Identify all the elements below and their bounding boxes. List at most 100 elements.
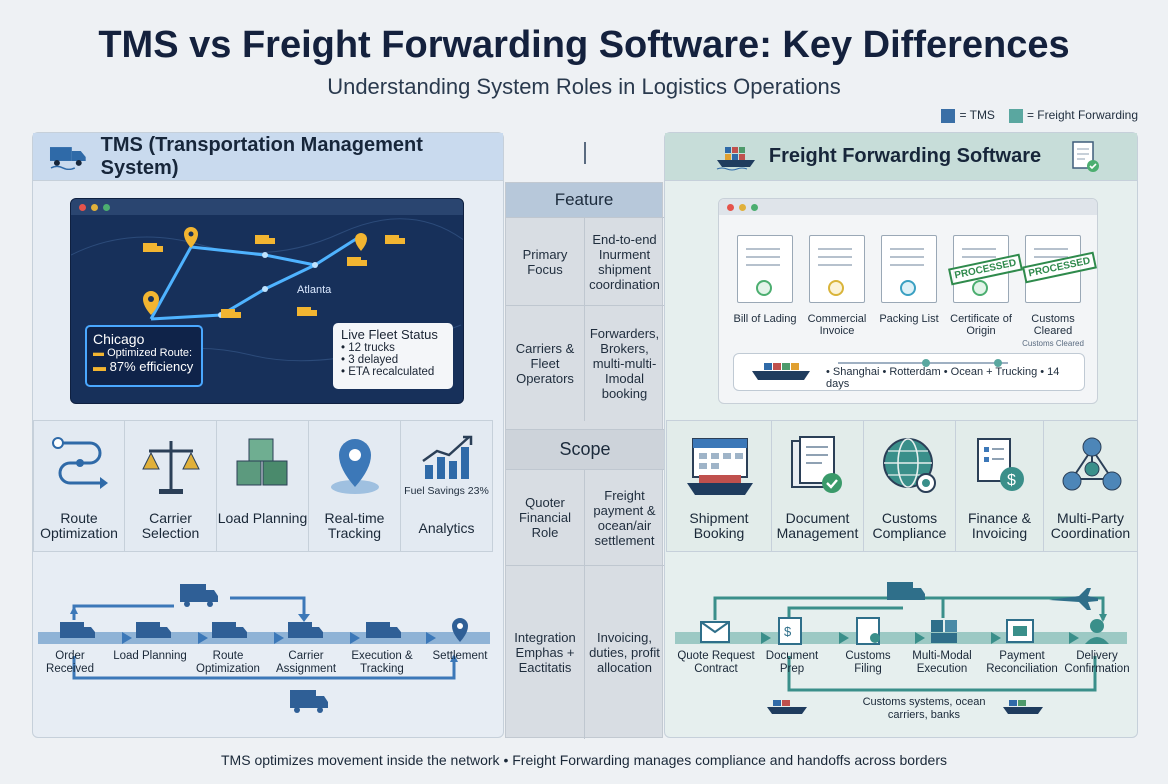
- fuel-savings-note: Fuel Savings 23%: [404, 485, 489, 497]
- fleet-status-item: • 12 trucks: [341, 342, 395, 354]
- tms-panel-title: TMS (Transportation Management System): [100, 133, 423, 179]
- flow-step: Carrier Assignment: [275, 650, 337, 675]
- comparison-row: Integration Emphas + Eactitatis Invoicin…: [506, 565, 664, 739]
- tms-panel-header: TMS (Transportation Management System): [33, 133, 503, 181]
- doc-label: Packing List: [879, 313, 939, 325]
- location-pin-icon: [355, 233, 367, 251]
- flow-step: Delivery Confirmation: [1064, 650, 1130, 675]
- window-maximize-dot[interactable]: [751, 203, 758, 211]
- tile-shipment-booking[interactable]: Shipment Booking: [666, 420, 772, 552]
- bill-of-lading-doc[interactable]: [737, 235, 793, 303]
- page-title: TMS vs Freight Forwarding Software: Key …: [98, 24, 1070, 66]
- row-label: Carriers & Fleet Operators: [506, 306, 585, 421]
- route-summary: • Shanghai • Rotterdam • Ocean + Truckin…: [826, 366, 1060, 390]
- optimized-route-label: ▬ Optimized Route:: [93, 347, 193, 359]
- row-value: End-to-end Inurment shipment coordinatio…: [589, 231, 660, 292]
- flow-step: Order Received: [46, 650, 94, 675]
- row-label: Primary Focus: [506, 218, 585, 305]
- flow-step: Multi-Modal Execution: [912, 650, 972, 675]
- header-divider: [584, 142, 586, 164]
- tile-label: Finance & Invoicing: [967, 510, 1032, 541]
- ff-panel-title: Freight Forwarding Software: [768, 145, 1042, 167]
- route-progress-line: [838, 359, 1008, 367]
- tile-label: Analytics: [418, 520, 475, 536]
- flow-step: Execution & Tracking: [351, 650, 413, 675]
- container-ship-icon: [767, 700, 807, 714]
- row-value: Invoicing, duties, profit allocation: [589, 630, 660, 675]
- truck-icon: [887, 582, 925, 600]
- flow-step: Quote Request Contract: [677, 650, 755, 675]
- truck-icon: [180, 584, 218, 607]
- row-label: Integration Emphas + Eactitatis: [506, 566, 585, 739]
- route-icon: [52, 437, 108, 489]
- document-icon: [791, 436, 842, 493]
- tile-carrier-selection[interactable]: Carrier Selection: [125, 420, 217, 552]
- containers-icon: [931, 620, 957, 643]
- window-close-dot[interactable]: [79, 203, 86, 211]
- tile-document-management[interactable]: Document Management: [772, 420, 864, 552]
- window-minimize-dot[interactable]: [91, 203, 98, 211]
- window-maximize-dot[interactable]: [103, 203, 110, 211]
- commercial-invoice-doc[interactable]: [809, 235, 865, 303]
- doc-label: Bill of Lading: [733, 313, 797, 325]
- tile-analytics[interactable]: Fuel Savings 23% Analytics: [401, 420, 493, 552]
- svg-text:$: $: [1007, 472, 1016, 489]
- flow-step: Document Prep: [765, 650, 819, 675]
- route-map: Atlanta: [71, 218, 463, 376]
- footer-caption: TMS optimizes movement inside the networ…: [221, 752, 947, 768]
- comparison-column: Feature Primary Focus End-to-end Inurmen…: [505, 182, 664, 739]
- chicago-title: Chicago: [93, 331, 145, 347]
- ship-icon: [716, 146, 755, 170]
- tile-finance-invoicing[interactable]: $ Finance & Invoicing: [956, 420, 1044, 552]
- tile-label: Shipment Booking: [689, 510, 749, 541]
- map-pin-icon: [331, 439, 379, 494]
- tile-route-optimization[interactable]: Route Optimization: [33, 420, 125, 552]
- fleet-status-title: Live Fleet Status: [341, 327, 438, 342]
- truck-icon: [290, 690, 328, 713]
- tile-label: Carrier Selection: [141, 510, 200, 541]
- live-fleet-status: Live Fleet Status • 12 trucks • 3 delaye…: [333, 323, 453, 389]
- truck-icon: [212, 622, 247, 638]
- location-pin-icon: [143, 291, 159, 315]
- comparison-row: Carriers & Fleet Operators Forwarders, B…: [506, 305, 664, 421]
- truck-icon: [366, 622, 401, 638]
- tile-multi-party-coordination[interactable]: Multi-Party Coordination: [1044, 420, 1138, 552]
- window-close-dot[interactable]: [727, 203, 734, 211]
- container-ship-icon: [1003, 700, 1043, 714]
- row-label: Quoter Financial Role: [506, 470, 585, 565]
- envelope-icon: [700, 621, 730, 643]
- window-titlebar: [71, 199, 463, 215]
- flow-step: Settlement: [432, 650, 488, 662]
- legend-tms: = TMS: [941, 108, 995, 123]
- tile-real-time-tracking[interactable]: Real-time Tracking: [309, 420, 401, 552]
- truck-icon: [255, 235, 275, 244]
- tile-load-planning[interactable]: Load Planning: [217, 420, 309, 552]
- tile-label: Multi-Party Coordination: [1050, 510, 1131, 541]
- row-value: Forwarders, Brokers, multi-multi-Imodal …: [589, 326, 660, 401]
- window-minimize-dot[interactable]: [739, 203, 746, 211]
- truck-icon: [143, 243, 163, 252]
- truck-icon: [385, 235, 405, 244]
- tile-customs-compliance[interactable]: Customs Compliance: [864, 420, 956, 552]
- tile-label: Document Management: [776, 510, 859, 541]
- truck-icon: [288, 622, 323, 638]
- tile-label: Real-time Tracking: [324, 510, 385, 541]
- packing-list-doc[interactable]: [881, 235, 937, 303]
- truck-icon: [297, 307, 317, 316]
- comparison-row: Primary Focus End-to-end Inurment shipme…: [506, 217, 664, 305]
- chart-icon: [422, 435, 473, 479]
- flow-step: Payment Reconciliation: [986, 650, 1058, 675]
- fleet-map-window: Atlanta Chicago ▬ Optimized Route: ▬ 87%…: [70, 198, 464, 404]
- bank-icon: [1006, 619, 1034, 643]
- truck-icon: [49, 146, 86, 170]
- tile-label: Route Optimization: [40, 510, 118, 541]
- map-city-label: Atlanta: [297, 284, 332, 296]
- boxes-icon: [236, 438, 288, 486]
- flow-step: Route Optimization: [196, 650, 260, 675]
- location-pin-icon: [452, 618, 468, 642]
- fleet-status-item: • ETA recalculated: [341, 366, 435, 378]
- feature-header: Feature: [506, 183, 662, 217]
- tms-feature-tiles: Route Optimization Carrier Selection Loa…: [33, 420, 493, 552]
- flow-step: Customs Filing: [845, 650, 891, 675]
- airplane-icon: [1049, 588, 1098, 610]
